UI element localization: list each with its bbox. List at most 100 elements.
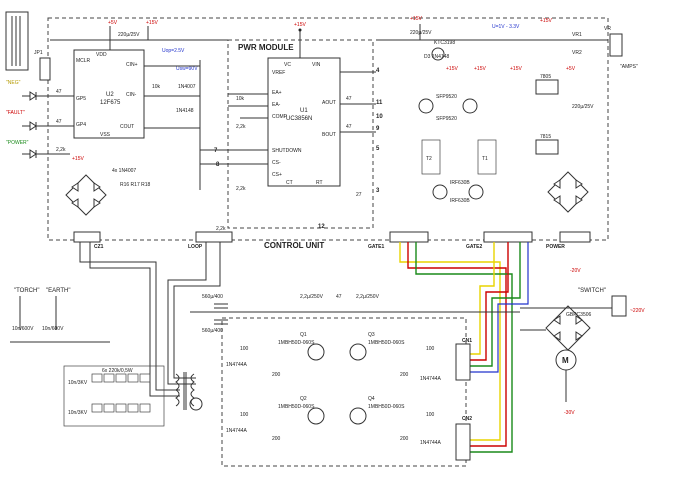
hv-spark-gap-block [63,365,165,427]
svg-text:VC: VC [284,62,291,68]
svg-text:2,2k: 2,2k [56,147,66,153]
svg-text:VIN: VIN [312,62,321,68]
feedback-annotation: U=1V - 3.3V [492,24,520,30]
earth-label: "EARTH" [46,288,71,294]
amps-potentiometer [609,33,623,57]
svg-text:2,2µ/250V: 2,2µ/250V [300,294,324,300]
svg-text:JP1: JP1 [34,50,43,56]
svg-text:12F675: 12F675 [100,100,121,106]
svg-text:+15V: +15V [72,156,84,162]
gate-transformer-t2 [421,139,441,175]
bridge-rectifier-right [547,171,589,213]
svg-text:200: 200 [400,436,409,442]
svg-text:7805: 7805 [540,74,551,80]
svg-text:2,2k: 2,2k [236,186,246,192]
svg-text:LOOP: LOOP [188,244,203,250]
led-power-icon [29,149,37,159]
svg-text:560µ/400: 560µ/400 [202,294,223,300]
svg-text:D3 1N4148: D3 1N4148 [424,54,450,60]
svg-text:IRF630B: IRF630B [450,180,470,186]
svg-text:+15V: +15V [540,18,552,24]
svg-text:+15V: +15V [410,16,422,22]
svg-text:8: 8 [216,162,220,168]
svg-text:GP5: GP5 [76,96,86,102]
connector-cn1 [455,343,471,381]
svg-text:1MBH50D-060S: 1MBH50D-060S [368,404,405,410]
connector-gate2 [483,231,533,243]
svg-text:560µ/400: 560µ/400 [202,328,223,334]
svg-text:100: 100 [426,346,435,352]
svg-text:POWER: POWER [546,244,565,250]
svg-text:UC3856N: UC3856N [286,116,312,122]
svg-text:CT: CT [286,180,293,186]
pwr-module-label: PWR MODULE [238,43,294,52]
svg-text:200: 200 [400,372,409,378]
svg-text:4x 1N4007: 4x 1N4007 [112,168,136,174]
svg-text:+15V: +15V [294,22,306,28]
svg-text:IRF630B: IRF630B [450,198,470,204]
svg-text:VREF: VREF [272,70,285,76]
svg-text:Q1: Q1 [300,332,307,338]
amps-label: "AMPS" [620,64,638,70]
mains-switch [611,295,627,317]
usw-annotation: Usw=90V [176,66,198,72]
svg-text:200: 200 [272,436,281,442]
svg-text:U2: U2 [106,92,114,98]
svg-text:6x 220k/0,5W: 6x 220k/0,5W [102,368,133,374]
svg-text:1N4744A: 1N4744A [226,362,248,368]
switch-label: "SWITCH" [578,288,606,294]
svg-text:RT: RT [316,180,323,186]
svg-text:VR: VR [604,26,611,32]
svg-text:T1: T1 [482,156,488,162]
svg-text:10k: 10k [152,84,161,90]
svg-text:GP4: GP4 [76,122,86,128]
svg-text:+15V: +15V [146,20,158,26]
svg-text:+15V: +15V [510,66,522,72]
svg-text:220µ/25V: 220µ/25V [410,30,432,36]
svg-text:1N4744A: 1N4744A [420,376,442,382]
svg-text:5: 5 [376,146,380,152]
igbt-q3 [349,343,367,361]
fault-led-label: "FAULT" [6,110,25,116]
u2-pic-chip [73,49,145,139]
svg-text:10: 10 [376,114,383,120]
hv-diode-string-top [91,373,151,383]
regulator-7815 [535,139,559,155]
sfp9520-mosfet-pair [418,98,478,114]
left-header-block [5,11,29,71]
irf630b-mosfet-pair [432,184,484,200]
power-led-label: "POWER" [6,140,29,146]
u1-pwm-chip [267,57,341,187]
svg-text:10n/600V: 10n/600V [42,326,64,332]
svg-text:9: 9 [376,126,380,132]
svg-text:10n/3KV: 10n/3KV [68,410,88,416]
svg-text:47: 47 [336,294,342,300]
svg-text:47: 47 [346,96,352,102]
svg-text:10n/3KV: 10n/3KV [68,380,88,386]
svg-text:+15V: +15V [474,66,486,72]
connector-gate1 [389,231,429,243]
svg-text:100: 100 [240,412,249,418]
svg-text:VR1: VR1 [572,32,582,38]
svg-text:VDD: VDD [96,52,107,58]
jp1-connector [39,57,51,81]
connector-power [559,231,591,243]
svg-text:CZ1: CZ1 [94,244,104,250]
svg-text:GBPC3506: GBPC3506 [566,312,592,318]
svg-text:CN1: CN1 [462,338,472,344]
hv-diode-string-bottom [91,403,151,413]
svg-text:+5V: +5V [108,20,118,26]
svg-text:VR2: VR2 [572,50,582,56]
svg-text:7815: 7815 [540,134,551,140]
svg-text:KTC3198: KTC3198 [434,40,455,46]
svg-text:R16 R17 R18: R16 R17 R18 [120,182,151,188]
svg-text:7: 7 [214,148,218,154]
igbt-q4 [349,407,367,425]
connector-cn2 [455,423,471,461]
svg-text:Q4: Q4 [368,396,375,402]
svg-text:1MBH50D-060S: 1MBH50D-060S [278,404,315,410]
svg-text:100: 100 [240,346,249,352]
svg-text:47: 47 [346,124,352,130]
svg-text:100: 100 [426,412,435,418]
